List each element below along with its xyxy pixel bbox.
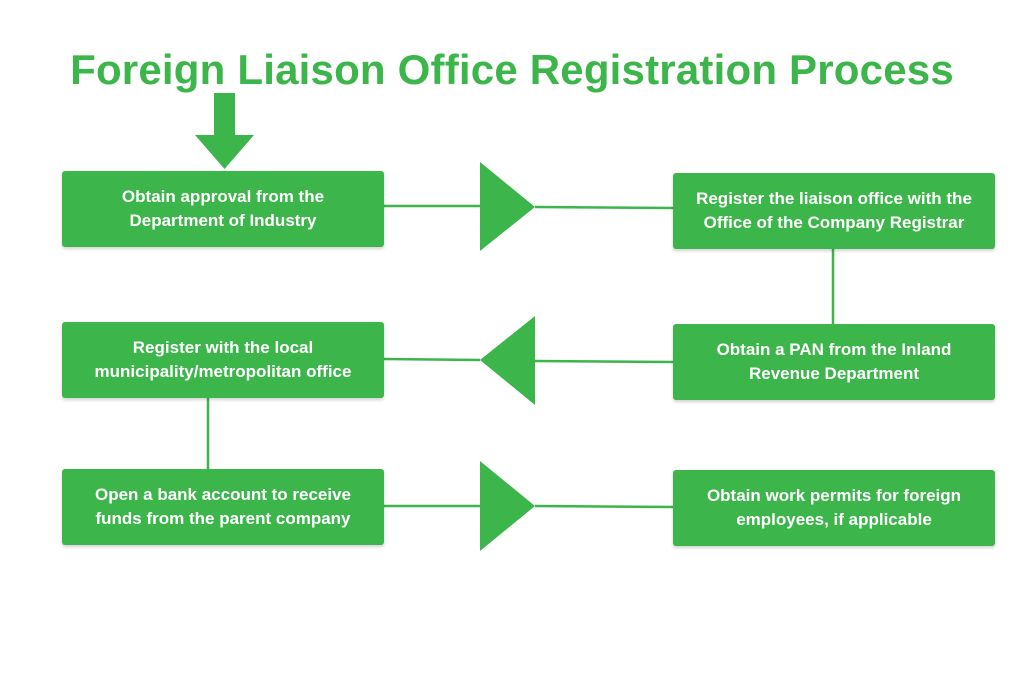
step-label: Obtain a PAN from the Inland Revenue Dep… [716,340,952,383]
diagram-title: Foreign Liaison Office Registration Proc… [70,46,954,93]
connector-3-4 [383,316,674,405]
step-box-approval: Obtain approval from the Department of I… [62,171,384,247]
arrow-right-icon [480,461,535,551]
arrow-right-icon [480,162,535,251]
step-box-work-permits: Obtain work permits for foreign employee… [673,470,995,546]
step-label: Register the liaison office with the Off… [696,189,972,232]
connector-1-2 [384,162,674,251]
step-box-bank-account: Open a bank account to receive funds fro… [62,469,384,545]
step-label: Open a bank account to receive funds fro… [94,485,352,528]
start-arrow-icon [195,93,254,169]
step-label: Register with the local municipality/met… [94,338,352,381]
step-label: Obtain work permits for foreign employee… [706,486,962,529]
connector-5-6 [384,461,674,551]
arrow-left-icon [480,316,535,405]
step-label: Obtain approval from the Department of I… [121,187,325,230]
step-box-pan: Obtain a PAN from the Inland Revenue Dep… [673,324,995,400]
step-box-municipality: Register with the local municipality/met… [62,322,384,398]
step-box-company-registrar: Register the liaison office with the Off… [673,173,995,249]
